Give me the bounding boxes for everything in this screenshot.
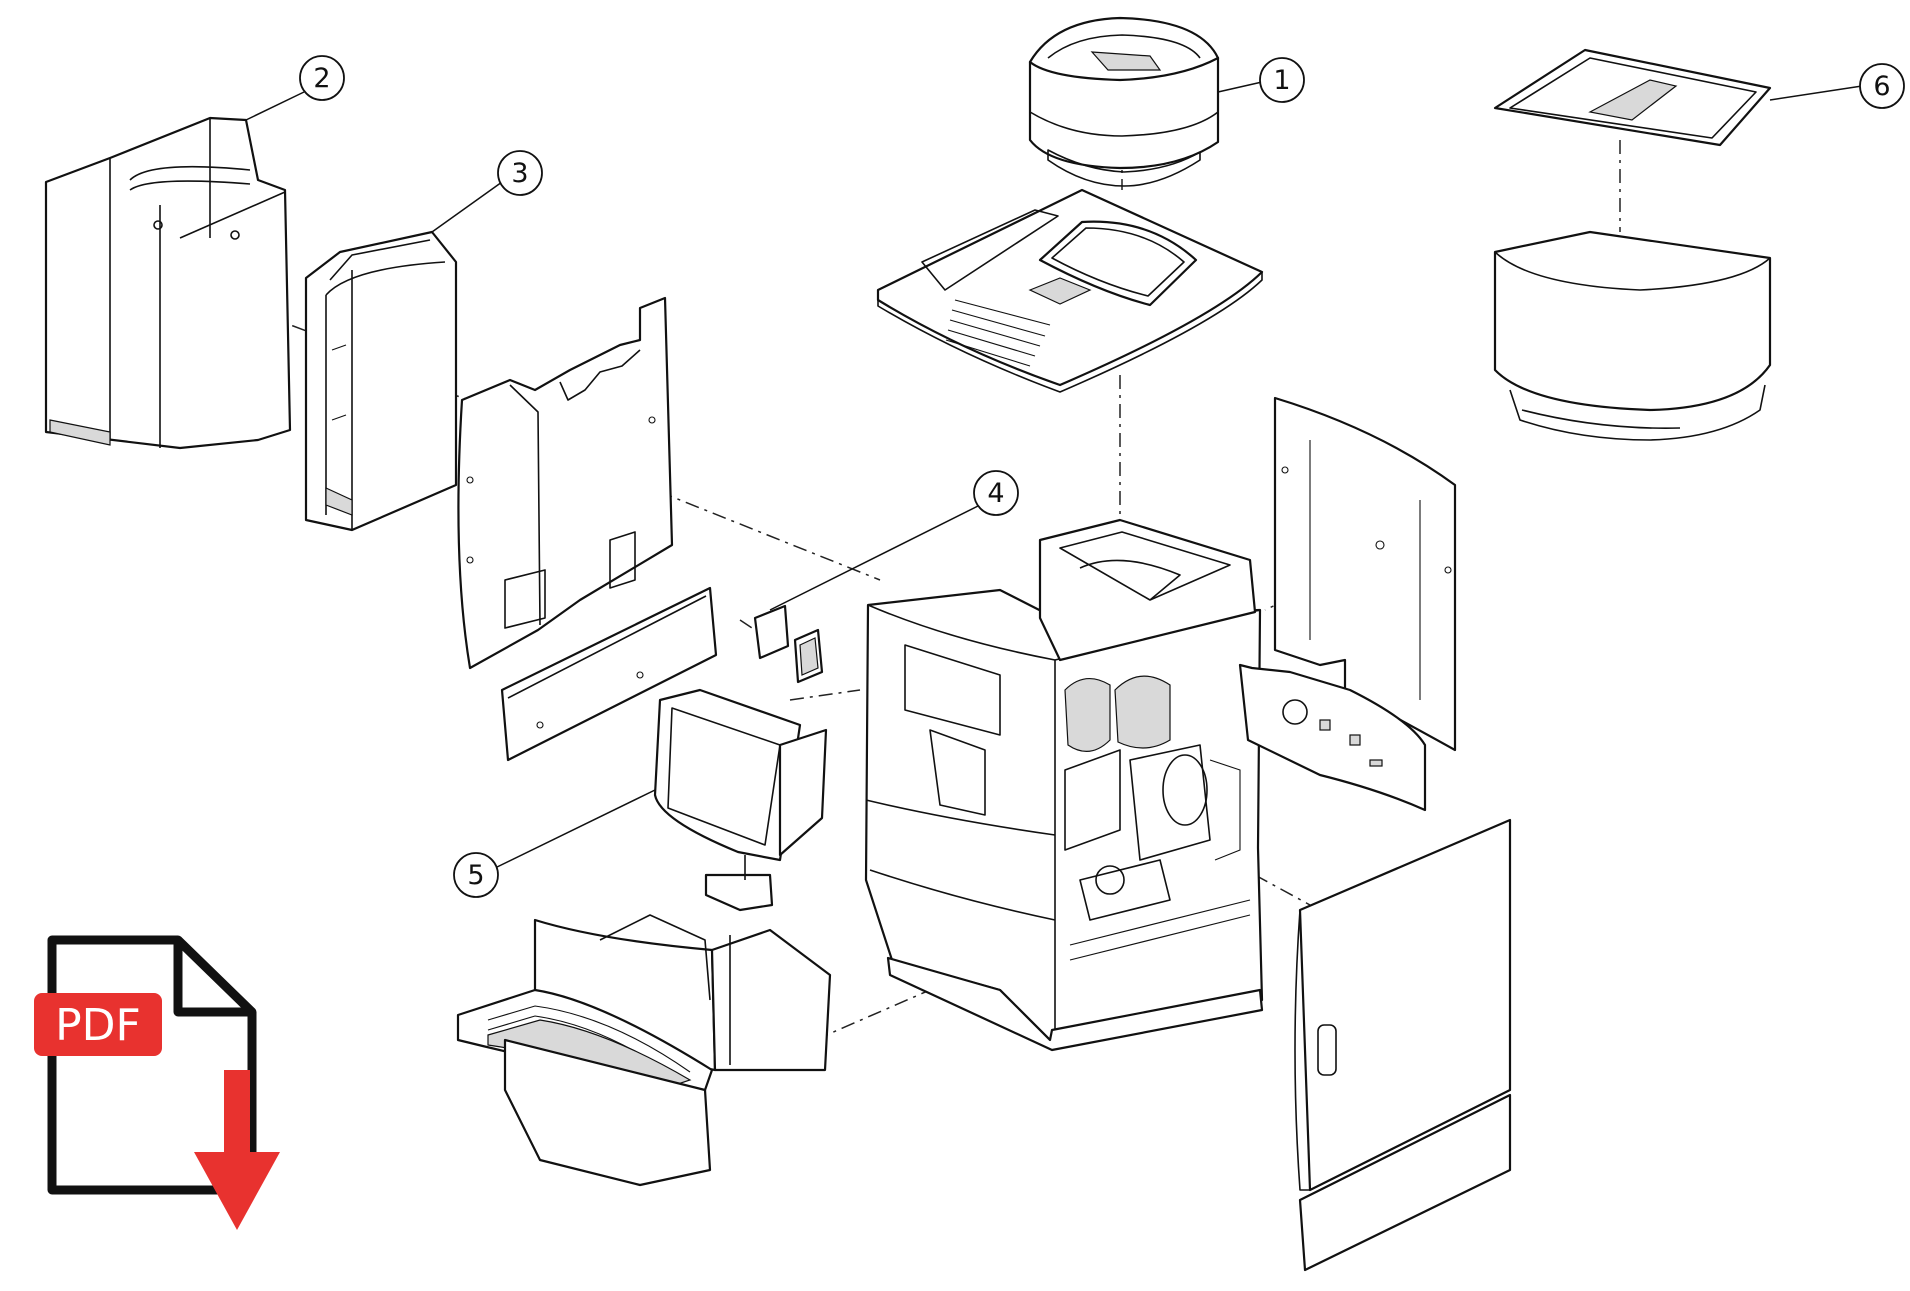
part-4-control-board xyxy=(753,604,824,684)
rear-control-pcb xyxy=(1238,663,1427,812)
callout-3-label: 3 xyxy=(511,158,528,189)
top-cover-vent xyxy=(945,299,1051,367)
callout-6-label: 6 xyxy=(1873,71,1890,102)
side-door xyxy=(1294,818,1512,1272)
pdf-download-icon: PDF xyxy=(34,935,280,1230)
callout-5: 5 xyxy=(453,852,499,898)
internal-components xyxy=(1064,744,1251,961)
lower-side-panel xyxy=(500,586,718,762)
left-side-panel xyxy=(457,296,674,670)
download-arrow-shaft xyxy=(224,1070,250,1155)
machine-main-body xyxy=(864,518,1264,1052)
part-5-display-unit xyxy=(653,688,828,912)
callout-4: 4 xyxy=(973,470,1019,516)
callout-5-label: 5 xyxy=(467,860,484,891)
callout-2-label: 2 xyxy=(313,63,330,94)
part-3-tank-insert xyxy=(304,230,458,532)
top-cover xyxy=(876,188,1264,393)
callout-2: 2 xyxy=(299,55,345,101)
part-6-milk-container xyxy=(1493,48,1772,441)
download-arrow-head xyxy=(194,1152,280,1230)
callout-3: 3 xyxy=(497,150,543,196)
drip-tray xyxy=(456,914,832,1187)
pdf-badge xyxy=(34,993,162,1056)
callouts: 1 2 3 4 5 6 xyxy=(245,55,1905,898)
pdf-label: PDF xyxy=(55,1000,141,1051)
part-1-bean-container xyxy=(1028,16,1220,187)
callout-6: 6 xyxy=(1859,63,1905,109)
callout-1: 1 xyxy=(1259,57,1305,103)
part-2-water-tank xyxy=(44,116,292,450)
callout-4-label: 4 xyxy=(987,478,1004,509)
pdf-download-button[interactable]: PDF xyxy=(34,935,280,1230)
callout-1-label: 1 xyxy=(1273,65,1290,96)
